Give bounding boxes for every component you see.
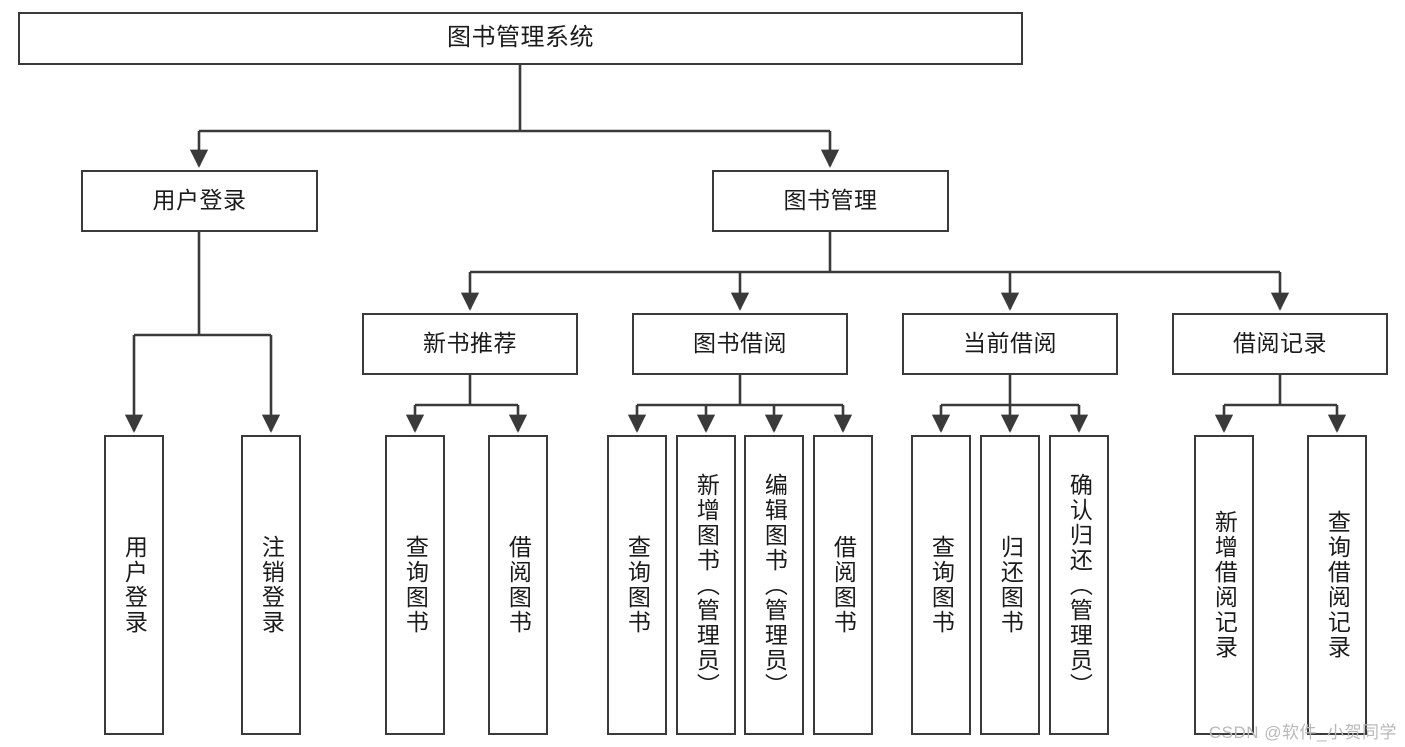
leaf-current-borrow-query-book[interactable]: 查询图书 bbox=[911, 435, 971, 735]
node-label: 确认归还（管理员） bbox=[1066, 472, 1093, 698]
leaf-book-borrow-add-book-admin[interactable]: 新增图书（管理员） bbox=[676, 435, 736, 735]
node-label: 图书管理系统 bbox=[447, 24, 594, 52]
node-label: 当前借阅 bbox=[963, 330, 1057, 357]
node-label: 查询借阅记录 bbox=[1324, 510, 1351, 660]
node-label: 借阅图书 bbox=[505, 535, 532, 635]
node-label: 用户登录 bbox=[121, 535, 148, 635]
leaf-book-borrow-borrow-book[interactable]: 借阅图书 bbox=[813, 435, 873, 735]
node-borrow-record[interactable]: 借阅记录 bbox=[1172, 313, 1388, 375]
node-current-borrow[interactable]: 当前借阅 bbox=[902, 313, 1118, 375]
node-label: 借阅记录 bbox=[1233, 330, 1327, 357]
node-label: 编辑图书（管理员） bbox=[761, 472, 788, 698]
node-label: 新书推荐 bbox=[423, 330, 517, 357]
node-book-management[interactable]: 图书管理 bbox=[712, 170, 949, 232]
leaf-new-book-query-book[interactable]: 查询图书 bbox=[385, 435, 445, 735]
leaf-current-borrow-confirm-return-admin[interactable]: 确认归还（管理员） bbox=[1049, 435, 1109, 735]
leaf-borrow-record-query-record[interactable]: 查询借阅记录 bbox=[1307, 435, 1367, 735]
leaf-book-borrow-query-book[interactable]: 查询图书 bbox=[607, 435, 667, 735]
leaf-borrow-record-add-record[interactable]: 新增借阅记录 bbox=[1194, 435, 1254, 735]
leaf-user-login-login[interactable]: 用户登录 bbox=[104, 435, 164, 735]
node-label: 新增借阅记录 bbox=[1211, 510, 1238, 660]
node-label: 新增图书（管理员） bbox=[693, 472, 720, 698]
node-new-book-recommend[interactable]: 新书推荐 bbox=[362, 313, 578, 375]
leaf-current-borrow-return-book[interactable]: 归还图书 bbox=[980, 435, 1040, 735]
node-label: 借阅图书 bbox=[830, 535, 857, 635]
node-book-borrow[interactable]: 图书借阅 bbox=[632, 313, 848, 375]
node-label: 图书借阅 bbox=[693, 330, 787, 357]
leaf-book-borrow-edit-book-admin[interactable]: 编辑图书（管理员） bbox=[744, 435, 804, 735]
node-label: 查询图书 bbox=[624, 535, 651, 635]
leaf-user-login-logout[interactable]: 注销登录 bbox=[241, 435, 301, 735]
node-label: 查询图书 bbox=[928, 535, 955, 635]
node-label: 图书管理 bbox=[783, 187, 878, 214]
leaf-new-book-borrow-book[interactable]: 借阅图书 bbox=[488, 435, 548, 735]
node-label: 查询图书 bbox=[402, 535, 429, 635]
csdn-watermark: CSDN @软件_小贺同学 bbox=[1208, 723, 1397, 742]
node-label: 注销登录 bbox=[258, 535, 285, 635]
node-user-login[interactable]: 用户登录 bbox=[81, 170, 318, 232]
node-label: 用户登录 bbox=[152, 187, 247, 214]
node-root-book-management-system[interactable]: 图书管理系统 bbox=[18, 12, 1023, 65]
node-label: 归还图书 bbox=[997, 535, 1024, 635]
